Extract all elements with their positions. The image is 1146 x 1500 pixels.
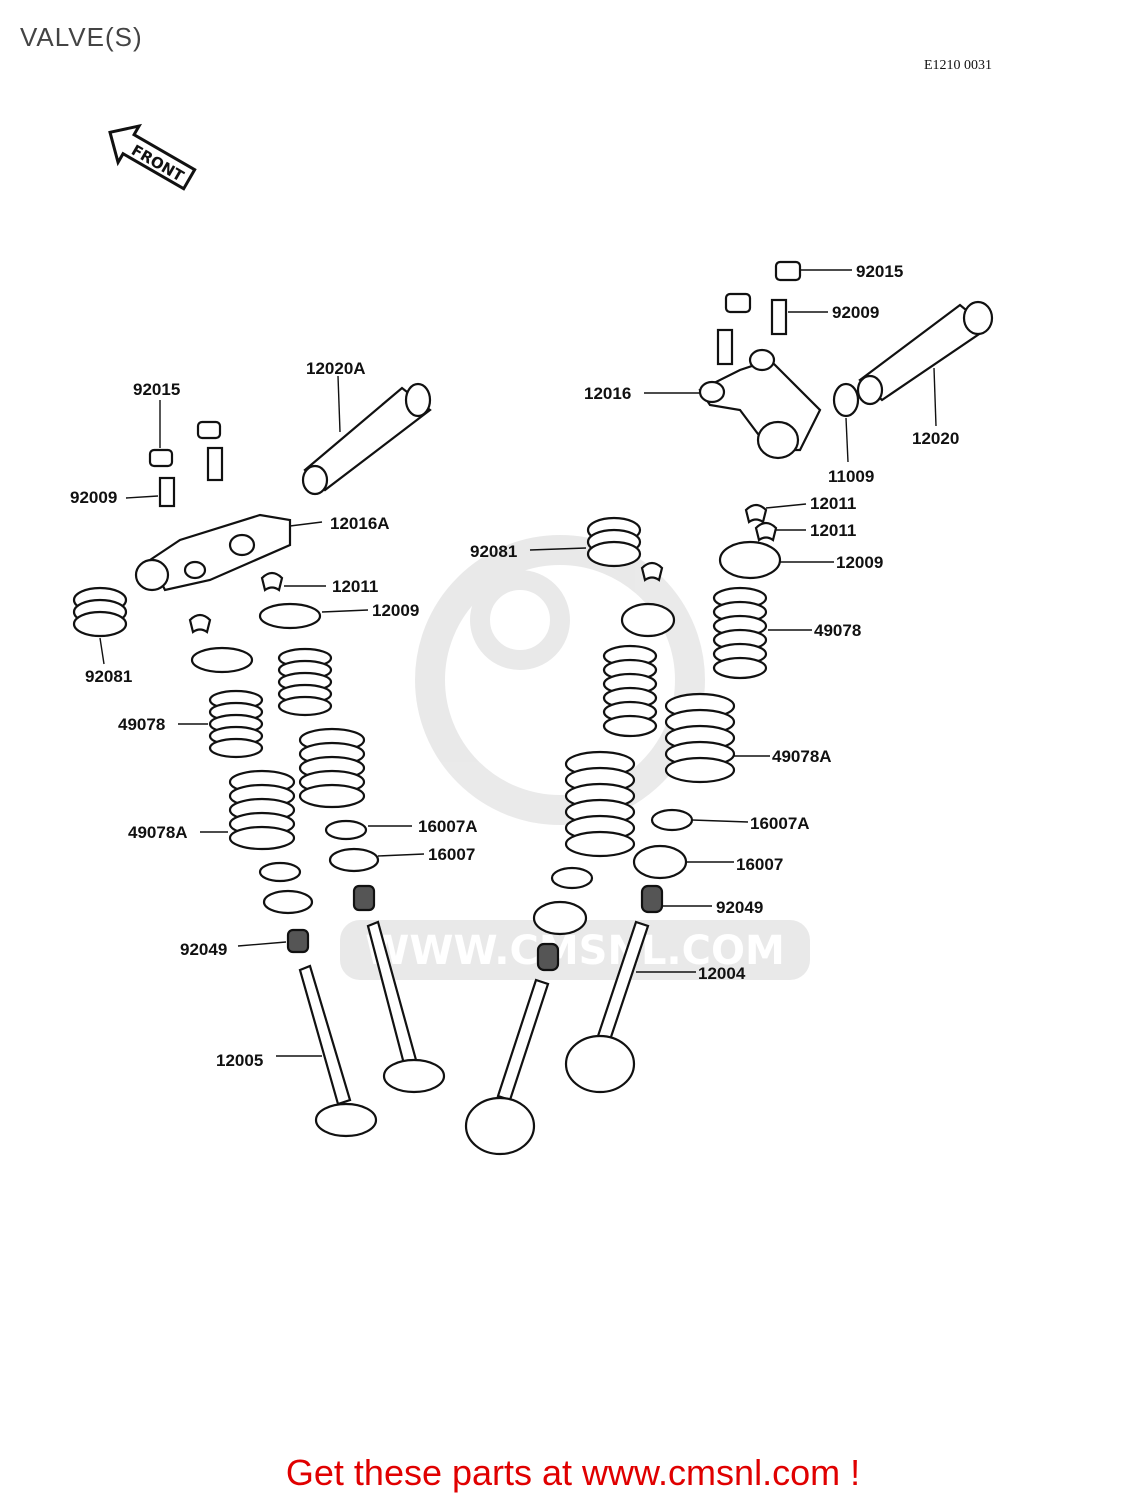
label-92081-right: 92081 (470, 542, 517, 561)
label-92009-left: 92009 (70, 488, 117, 507)
spring-49078A-left-a (228, 769, 296, 851)
label-12005: 12005 (216, 1051, 263, 1070)
label-12016A: 12016A (330, 514, 390, 533)
label-92015-right: 92015 (856, 262, 903, 281)
screw-92009-left-b (206, 446, 224, 482)
spring-49078-right-b (602, 644, 658, 738)
rocker-shaft-12020 (856, 300, 994, 406)
label-49078A-right: 49078A (772, 747, 832, 766)
valve-12005-left-b (366, 920, 446, 1094)
seal-92049-left-a (286, 928, 310, 954)
label-12011-left: 12011 (332, 577, 378, 596)
label-16007A-right: 16007A (750, 814, 810, 833)
right-valve-assembly: 92015 92009 12016 12020 11009 12011 1201… (464, 260, 994, 1156)
label-92049-right: 92049 (716, 898, 763, 917)
spring-92081-right (586, 516, 642, 568)
seat-16007-left-b (328, 847, 380, 873)
label-49078-right: 49078 (814, 621, 861, 640)
collet-12011-right-a (744, 503, 768, 524)
seat-16007-left-a (262, 889, 314, 915)
retainer-12009-right-b (620, 602, 676, 638)
spring-49078A-left-b (298, 727, 366, 809)
watermark-text: WWW.CMSNL.COM (365, 928, 785, 974)
watermark-logo: WWW.CMSNL.COM (340, 535, 810, 980)
nut-92015-right-a (774, 260, 802, 282)
retainer-12009-right-a (718, 540, 782, 580)
page-title: VALVE(S) (20, 22, 143, 52)
left-valve-assembly: 92015 12020A 92009 12016A 12011 12009 92… (70, 359, 478, 1138)
seal-92049-left-b (352, 884, 376, 912)
nut-92015-left-b (196, 420, 222, 440)
collet-12011-right-b (754, 521, 778, 542)
spring-49078A-right-b (564, 750, 636, 858)
washer-11009 (832, 382, 860, 418)
label-12004: 12004 (698, 964, 746, 983)
label-16007-left: 16007 (428, 845, 475, 864)
label-12011-right-b: 12011 (810, 521, 856, 540)
nut-92015-right-b (724, 292, 752, 314)
label-92009-right: 92009 (832, 303, 879, 322)
rocker-arm-12016A (134, 513, 292, 592)
retainer-12009-left-b (258, 602, 322, 630)
valve-12005-left-a (298, 964, 378, 1138)
spring-49078-right-a (712, 586, 768, 680)
label-12020A: 12020A (306, 359, 366, 378)
collet-12011-right-c (640, 561, 664, 582)
label-92015-left: 92015 (133, 380, 180, 399)
spring-49078-left-b (277, 647, 333, 717)
label-12020: 12020 (912, 429, 959, 448)
screw-92009-right-a (770, 298, 788, 336)
label-12016: 12016 (584, 384, 631, 403)
valve-12004-right-a (564, 920, 650, 1094)
valve-diagram: WWW.CMSNL.COM FRONT (70, 123, 994, 1156)
label-49078A-left: 49078A (128, 823, 188, 842)
seal-92049-right-a (640, 884, 664, 914)
rocker-arm-12016 (698, 348, 822, 460)
seat-16007A-left-a (258, 861, 302, 883)
label-16007A-left: 16007A (418, 817, 478, 836)
spring-49078A-right-a (664, 692, 736, 784)
valve-12004-right-b (464, 978, 550, 1156)
seat-16007A-left-b (324, 819, 368, 841)
seat-16007-right-a (632, 844, 688, 880)
label-92049-left: 92049 (180, 940, 227, 959)
rocker-shaft-12020A (301, 382, 432, 496)
label-11009: 11009 (828, 467, 874, 486)
retainer-12009-left-a (190, 646, 254, 674)
label-12009-left: 12009 (372, 601, 419, 620)
screw-92009-right-b (716, 328, 734, 366)
label-16007-right: 16007 (736, 855, 783, 874)
figure-code: E1210 0031 (924, 58, 993, 73)
nut-92015-left-a (148, 448, 174, 468)
spring-92081-left (72, 586, 128, 638)
seal-92049-right-b (536, 942, 560, 972)
seat-16007A-right-a (650, 808, 694, 832)
collet-12011-left-a (188, 613, 212, 634)
label-12011-right-a: 12011 (810, 494, 856, 513)
collet-12011-left-b (260, 571, 284, 592)
label-49078-left: 49078 (118, 715, 165, 734)
screw-92009-left-a (158, 476, 176, 508)
label-12009-right: 12009 (836, 553, 883, 572)
seat-16007A-right-b (550, 866, 594, 890)
front-arrow-icon: FRONT (108, 123, 197, 191)
seat-16007-right-b (532, 900, 588, 936)
label-92081-left: 92081 (85, 667, 132, 686)
spring-49078-left-a (208, 689, 264, 759)
promo-link[interactable]: Get these parts at www.cmsnl.com ! (285, 1452, 861, 1493)
